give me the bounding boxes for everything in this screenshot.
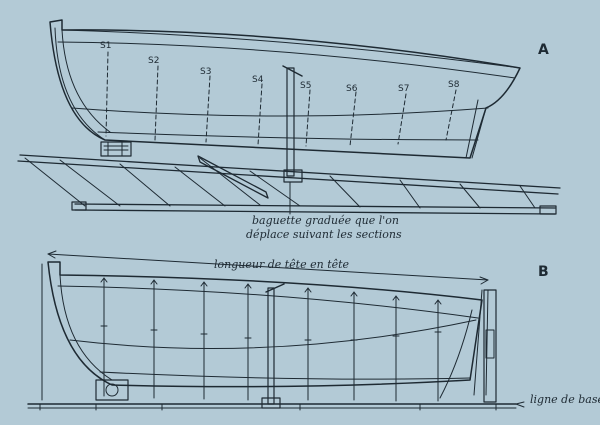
section-label-s1: S1 <box>100 41 111 51</box>
graduated-stick-a <box>282 65 303 183</box>
hull-a-outline <box>49 19 521 159</box>
section-label-s6: S6 <box>346 84 358 94</box>
hull-a-sternpost <box>465 99 487 159</box>
hull-a-stem <box>54 27 106 141</box>
section-label-s2: S2 <box>148 56 159 66</box>
section-line-s1 <box>105 51 109 137</box>
keel-block-a-box <box>100 141 132 157</box>
section-labels-a: S1 S2 S3 S4 S5 S6 S7 S8 <box>100 41 460 94</box>
section-line-s3 <box>205 75 211 143</box>
hull-b-transom <box>439 309 473 399</box>
section-label-s8: S8 <box>448 80 460 90</box>
base-line-b <box>27 401 525 411</box>
section-label-s3: S3 <box>200 67 211 77</box>
section-lines-a <box>105 51 457 147</box>
length-arrow-b <box>47 250 489 285</box>
ladder-rungs <box>24 157 536 209</box>
section-label-s7: S7 <box>398 84 409 94</box>
keel-block-b <box>95 379 129 401</box>
stern-support-clamp <box>485 329 495 359</box>
section-line-s4 <box>257 83 263 146</box>
stern-support-b <box>483 289 497 403</box>
stick-a-post <box>286 67 295 177</box>
stick-b-arm <box>265 283 285 293</box>
stern-support-post <box>483 289 497 403</box>
figure-a: S1 S2 S3 S4 S5 S6 S7 S8 <box>17 19 561 241</box>
hull-b-stem-inner <box>59 274 113 381</box>
ladder-rail-far <box>19 154 561 189</box>
figure-b: longueur de tête en tête <box>27 250 600 411</box>
annotation-a-line2: déplace suivant les sections <box>246 228 402 241</box>
hull-a-waterline <box>71 107 489 117</box>
hull-b-outline <box>47 261 483 388</box>
annotation-a-line1: baguette graduée que l'on <box>252 214 399 227</box>
length-arrow-head-left <box>47 250 57 259</box>
ladder-rail-near-2 <box>74 209 556 215</box>
ladder-rail-near <box>74 203 556 209</box>
base-line-blocks <box>39 403 497 411</box>
ladder-start-block <box>71 201 87 211</box>
stick-a-foot <box>283 169 303 183</box>
stick-b-foot <box>261 397 281 409</box>
graduated-stick-b <box>261 283 285 409</box>
stick-a-arm <box>282 65 303 77</box>
ladder-crossbar <box>197 155 269 199</box>
section-line-s2 <box>154 65 159 141</box>
section-label-s4: S4 <box>252 75 264 85</box>
measure-ticks-mid <box>100 325 442 341</box>
hull-b-waterline <box>69 319 477 349</box>
panel-label-a: A <box>538 42 549 58</box>
hull-b-sternpost <box>473 289 489 396</box>
hull-a-gunwale <box>61 29 521 69</box>
keel-block-b-wheel <box>105 383 119 397</box>
length-arrow-head-right <box>479 276 489 285</box>
length-arrow-line <box>47 253 489 281</box>
annotation-b-length: longueur de tête en tête <box>214 258 350 271</box>
hull-b-keel-line <box>99 371 471 380</box>
section-line-s6 <box>349 91 357 147</box>
base-line-pointer <box>515 401 525 408</box>
hull-a-stem-inner <box>61 29 111 133</box>
section-line-s5 <box>305 89 311 147</box>
base-ladder-a <box>17 154 561 215</box>
ladder-rail-far-2 <box>17 160 559 195</box>
annotation-b-base: ligne de base <box>530 393 600 406</box>
hull-a-rubbing-strake <box>57 41 516 79</box>
keel-block-b-box <box>95 379 129 401</box>
ladder-end-block <box>539 205 557 215</box>
measurement-verticals-b <box>100 277 442 402</box>
section-label-s5: S5 <box>300 81 311 91</box>
measure-arrowheads-top <box>100 277 442 305</box>
section-line-s8 <box>445 89 457 141</box>
keel-block-a <box>100 141 132 157</box>
keel-block-a-hatch <box>103 141 129 157</box>
section-line-s7 <box>397 93 407 145</box>
panel-label-b: B <box>538 264 549 280</box>
